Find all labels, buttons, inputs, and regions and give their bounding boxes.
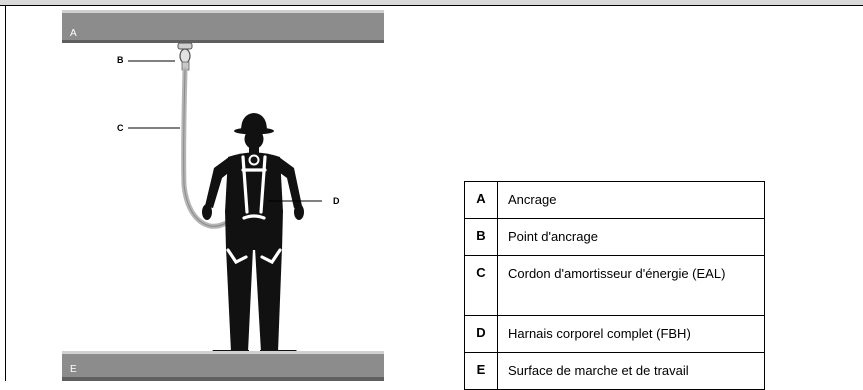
callout-b: B [117, 55, 175, 65]
legend-key: A [464, 181, 498, 219]
beam-label-a: A [70, 28, 77, 39]
callout-c: C [117, 123, 180, 133]
anchorage-beam: A [62, 10, 384, 43]
legend-row: A Ancrage [464, 181, 765, 219]
fall-arrest-illustration: A [62, 10, 384, 381]
legend-description: Ancrage [497, 181, 765, 219]
legend-description: Point d'ancrage [497, 218, 765, 256]
legend-key: C [464, 255, 498, 316]
callout-label-b: B [117, 55, 124, 65]
top-border-band [0, 0, 863, 6]
legend-row: E Surface de marche et de travail [464, 352, 765, 390]
beam-label-e: E [70, 364, 77, 375]
left-frame-line [5, 6, 6, 381]
dorsal-d-ring [248, 154, 260, 166]
legend-description: Harnais corporel complet (FBH) [497, 315, 765, 353]
callout-label-c: C [117, 123, 124, 133]
legend-row: D Harnais corporel complet (FBH) [464, 315, 765, 353]
legend-description: Surface de marche et de travail [497, 352, 765, 390]
legend-row: C Cordon d'amortisseur d'énergie (EAL) [464, 255, 765, 316]
legend-key: B [464, 218, 498, 256]
callout-d: D [268, 196, 340, 206]
legend-row: B Point d'ancrage [464, 218, 765, 256]
legend-key: E [464, 352, 498, 390]
legend-description: Cordon d'amortisseur d'énergie (EAL) [497, 255, 765, 316]
legend-table: A Ancrage B Point d'ancrage C Cordon d'a… [464, 181, 765, 390]
full-body-harness [226, 155, 282, 265]
callout-label-d: D [333, 196, 340, 206]
anchorage-connector [177, 42, 193, 71]
legend-key: D [464, 315, 498, 353]
worker-silhouette [202, 113, 304, 361]
walking-working-surface: E [62, 351, 384, 381]
